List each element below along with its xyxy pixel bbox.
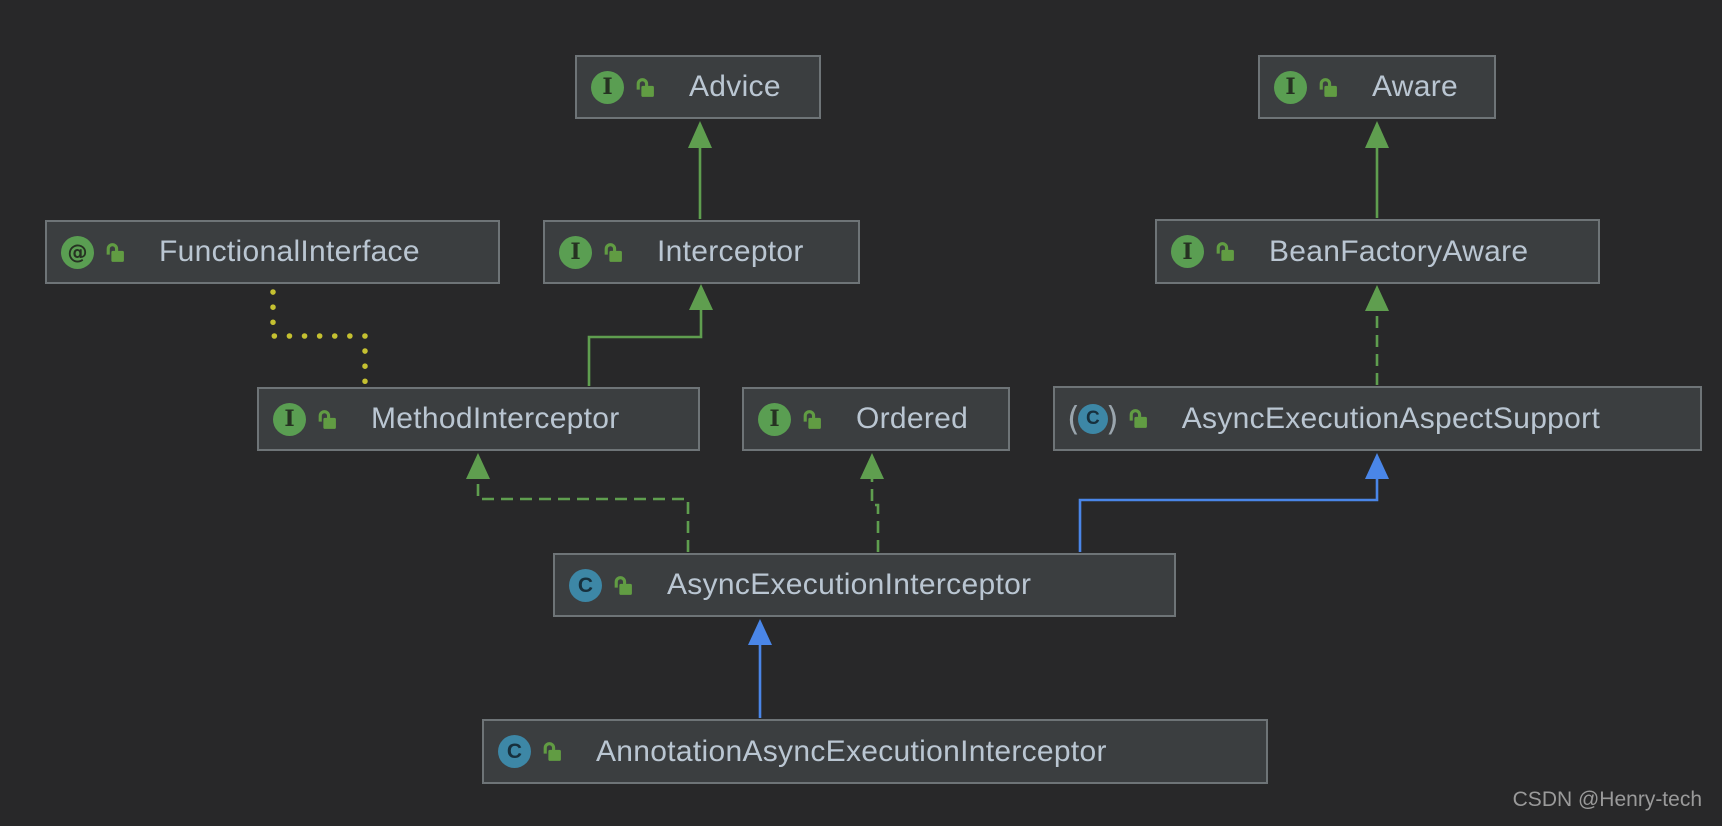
edge-annotationinterceptor-extends-asyncinterceptor bbox=[748, 619, 772, 718]
class-icon: C bbox=[498, 735, 531, 768]
edge-asyncinterceptor-implements-ordered bbox=[860, 453, 884, 552]
public-visibility-lock-icon bbox=[601, 241, 624, 264]
public-visibility-lock-icon bbox=[633, 76, 656, 99]
edge-asyncinterceptor-extends-aspectsupport bbox=[1078, 453, 1389, 552]
node-label: Advice bbox=[689, 70, 781, 103]
class-node-methodinterceptor[interactable]: I MethodInterceptor bbox=[257, 387, 700, 451]
abstract-class-icon: (C) bbox=[1067, 399, 1119, 438]
public-visibility-lock-icon bbox=[540, 740, 563, 763]
public-visibility-lock-icon bbox=[1316, 76, 1339, 99]
node-label: AsyncExecutionInterceptor bbox=[667, 568, 1032, 601]
edge-methodinterceptor-extends-interceptor bbox=[587, 284, 713, 386]
class-node-annotationasyncexecutioninterceptor[interactable]: C AnnotationAsyncExecutionInterceptor bbox=[482, 719, 1268, 784]
csdn-watermark: CSDN @Henry-tech bbox=[1512, 788, 1702, 811]
node-label: Aware bbox=[1372, 70, 1458, 103]
interface-icon: I bbox=[559, 235, 592, 269]
class-node-ordered[interactable]: I Ordered bbox=[742, 387, 1010, 451]
class-node-asyncexecutionaspectsupport[interactable]: (C) AsyncExecutionAspectSupport bbox=[1053, 386, 1702, 451]
arrowhead bbox=[748, 619, 772, 645]
class-node-asyncexecutioninterceptor[interactable]: C AsyncExecutionInterceptor bbox=[553, 553, 1176, 617]
interface-icon: I bbox=[591, 70, 624, 104]
node-label: AsyncExecutionAspectSupport bbox=[1181, 401, 1601, 435]
class-node-functionalinterface[interactable]: @ FunctionalInterface bbox=[45, 220, 500, 284]
arrowhead bbox=[1365, 121, 1389, 148]
class-node-aware[interactable]: I Aware bbox=[1258, 55, 1496, 119]
arrowhead bbox=[689, 284, 713, 310]
interface-icon: I bbox=[758, 402, 791, 436]
edge-interceptor-extends-advice bbox=[688, 121, 712, 219]
class-icon: C bbox=[569, 568, 602, 602]
public-visibility-lock-icon bbox=[800, 408, 823, 431]
interface-icon: I bbox=[273, 402, 306, 436]
edge-aspectsupport-implements-beanfactoryaware bbox=[1365, 285, 1389, 385]
node-label: MethodInterceptor bbox=[371, 402, 620, 435]
node-label: Ordered bbox=[856, 402, 969, 435]
public-visibility-lock-icon bbox=[315, 408, 338, 431]
node-label: AnnotationAsyncExecutionInterceptor bbox=[596, 734, 1107, 768]
arrowhead bbox=[688, 121, 712, 148]
edge-beanfactoryaware-extends-aware bbox=[1365, 121, 1389, 218]
public-visibility-lock-icon bbox=[103, 241, 126, 264]
node-label: Interceptor bbox=[657, 235, 804, 268]
class-node-beanfactoryaware[interactable]: I BeanFactoryAware bbox=[1155, 219, 1600, 284]
interface-icon: I bbox=[1274, 70, 1307, 104]
class-node-advice[interactable]: I Advice bbox=[575, 55, 821, 119]
arrowhead bbox=[1365, 453, 1389, 479]
arrowhead bbox=[860, 453, 884, 479]
class-node-interceptor[interactable]: I Interceptor bbox=[543, 220, 860, 284]
edge-asyncinterceptor-implements-methodinterceptor bbox=[466, 453, 690, 552]
interface-icon: I bbox=[1171, 235, 1204, 268]
public-visibility-lock-icon bbox=[611, 574, 634, 597]
edge-methodinterceptor-annotated-functionalinterface bbox=[270, 289, 368, 385]
arrowhead bbox=[466, 453, 490, 479]
public-visibility-lock-icon bbox=[1213, 240, 1236, 263]
node-label: BeanFactoryAware bbox=[1269, 234, 1529, 268]
public-visibility-lock-icon bbox=[1126, 407, 1149, 430]
arrowhead bbox=[1365, 285, 1389, 311]
annotation-icon: @ bbox=[61, 235, 94, 269]
node-label: FunctionalInterface bbox=[159, 235, 420, 268]
